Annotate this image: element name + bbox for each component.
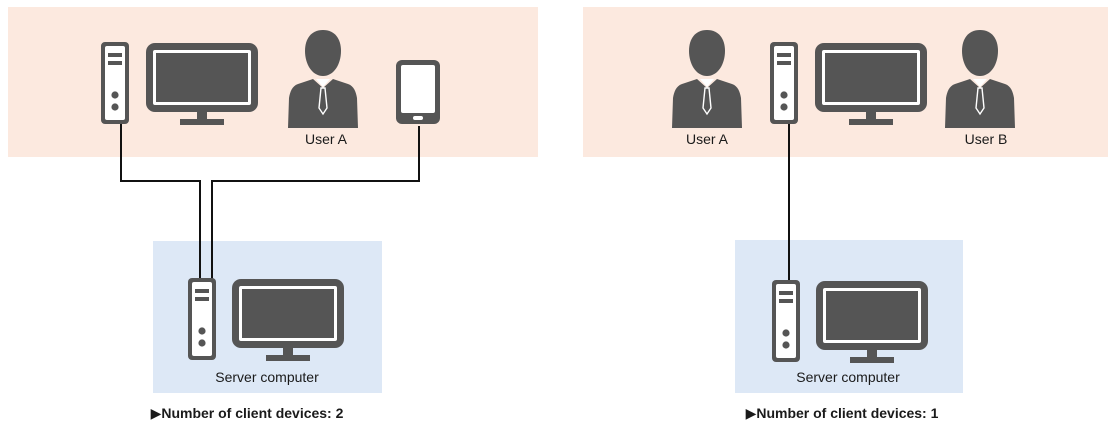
- client-tower-icon: [101, 42, 129, 124]
- server-label: Server computer: [796, 369, 900, 385]
- user-a-label: User A: [686, 131, 729, 147]
- server-tower-icon: [188, 278, 216, 360]
- right-diagram: User A User B Server computer ▶Number of…: [583, 7, 1108, 421]
- user-a-label: User A: [305, 131, 348, 147]
- user-b-label: User B: [965, 131, 1008, 147]
- tablet-icon: [396, 60, 440, 124]
- left-user-area: [8, 7, 538, 157]
- client-count-caption: ▶Number of client devices: 1: [746, 405, 939, 421]
- client-count-caption: ▶Number of client devices: 2: [151, 405, 344, 421]
- left-diagram: User A Server computer ▶Number of client…: [8, 7, 538, 421]
- left-connections: [120, 124, 420, 280]
- server-tower-icon: [772, 280, 800, 362]
- tablet-connection: [211, 126, 420, 280]
- shared-tower-icon: [770, 42, 798, 124]
- client-pc-connection: [120, 124, 201, 280]
- server-label: Server computer: [215, 369, 319, 385]
